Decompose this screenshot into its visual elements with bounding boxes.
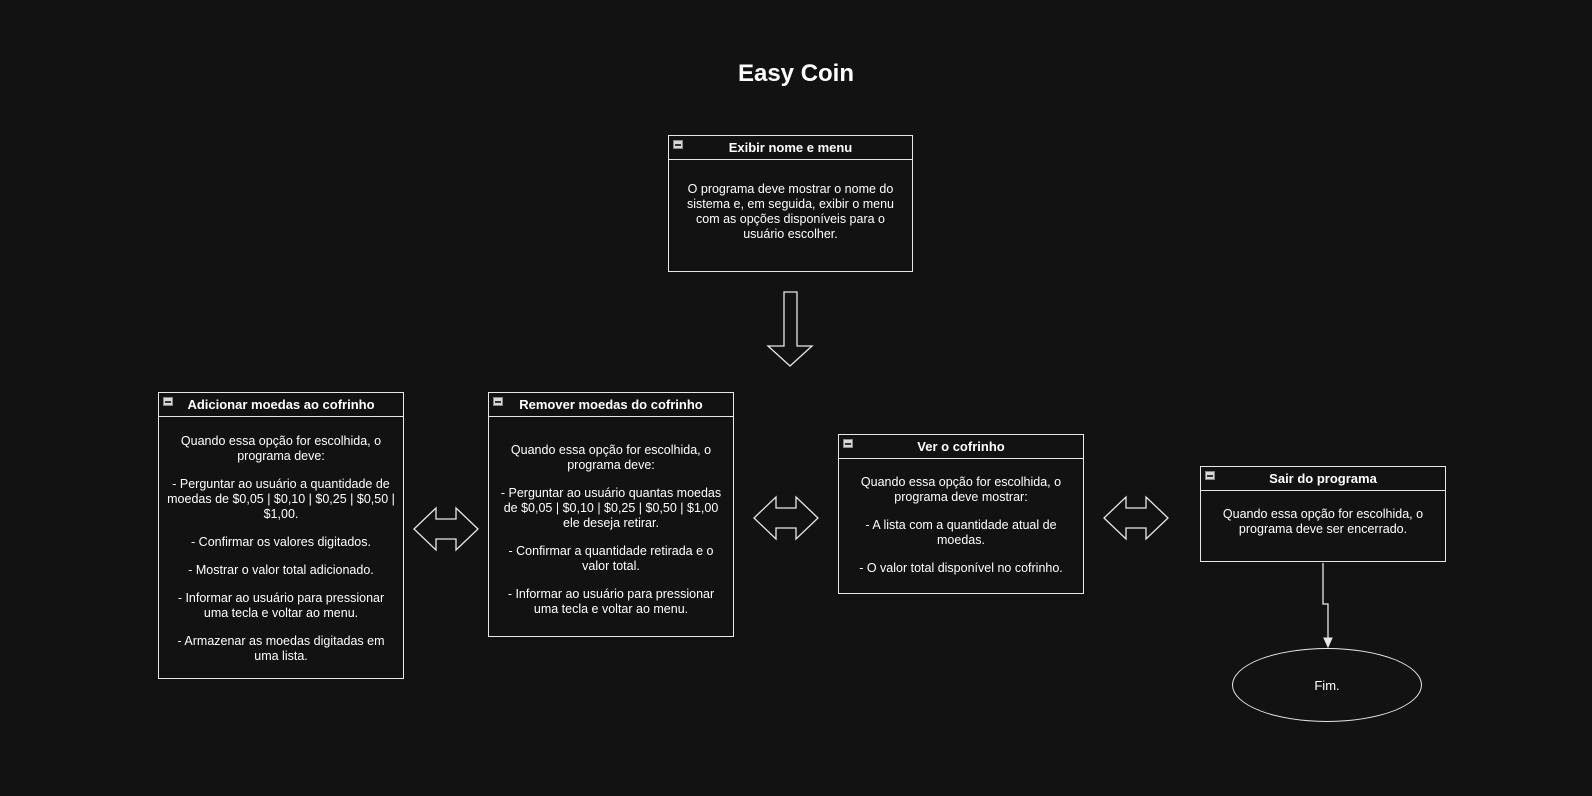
box-header: Exibir nome e menu <box>728 140 853 155</box>
box-text: Quando essa opção for escolhida, o progr… <box>510 443 712 472</box>
box-text: - Informar ao usuário para pressionar um… <box>507 587 715 616</box>
box-header: Ver o cofrinho <box>917 439 1005 454</box>
exit-to-end-connector <box>1322 563 1329 640</box>
box-exibir-menu: Exibir nome e menu O programa deve mostr… <box>668 135 913 272</box>
box-text: - Confirmar a quantidade retirada e o va… <box>508 544 714 573</box>
double-arrow-icon-3 <box>1103 495 1169 541</box>
double-arrow-icon-2 <box>753 495 819 541</box>
collapse-icon[interactable] <box>843 439 853 448</box>
box-text: Quando essa opção for escolhida, o progr… <box>860 475 1062 504</box>
diagram-title: Easy Coin <box>737 60 855 87</box>
arrowhead-icon <box>1323 637 1333 649</box>
box-text: - O valor total disponível no cofrinho. <box>859 561 1063 575</box>
box-header: Remover moedas do cofrinho <box>519 397 703 412</box>
box-sair-programa: Sair do programa Quando essa opção for e… <box>1200 466 1446 562</box>
box-text: Quando essa opção for escolhida, o progr… <box>1222 507 1424 536</box>
collapse-icon[interactable] <box>673 140 683 149</box>
collapse-icon[interactable] <box>163 397 173 406</box>
box-adicionar-moedas: Adicionar moedas ao cofrinho Quando essa… <box>158 392 404 679</box>
box-header: Sair do programa <box>1269 471 1377 486</box>
box-text: - Informar ao usuário para pressionar um… <box>177 591 385 620</box>
box-text: - Mostrar o valor total adicionado. <box>188 563 374 577</box>
box-text: - Armazenar as moedas digitadas em uma l… <box>177 634 385 663</box>
collapse-icon[interactable] <box>493 397 503 406</box>
box-text: Quando essa opção for escolhida, o progr… <box>180 434 382 463</box>
box-remover-moedas: Remover moedas do cofrinho Quando essa o… <box>488 392 734 637</box>
box-text: - Perguntar ao usuário a quantidade de m… <box>167 477 395 521</box>
box-text: - Perguntar ao usuário quantas moedas de… <box>500 486 722 530</box>
box-header: Adicionar moedas ao cofrinho <box>187 397 375 412</box>
double-arrow-icon-1 <box>413 506 479 552</box>
collapse-icon[interactable] <box>1205 471 1215 480</box>
down-arrow-icon <box>766 291 814 367</box>
end-label: Fim. <box>1314 677 1340 693</box>
box-text: - A lista com a quantidade atual de moed… <box>865 518 1057 547</box>
end-node: Fim. <box>1232 648 1422 722</box>
box-ver-cofrinho: Ver o cofrinho Quando essa opção for esc… <box>838 434 1084 594</box>
box-text: O programa deve mostrar o nome do sistem… <box>686 182 895 241</box>
box-text: - Confirmar os valores digitados. <box>191 535 371 549</box>
